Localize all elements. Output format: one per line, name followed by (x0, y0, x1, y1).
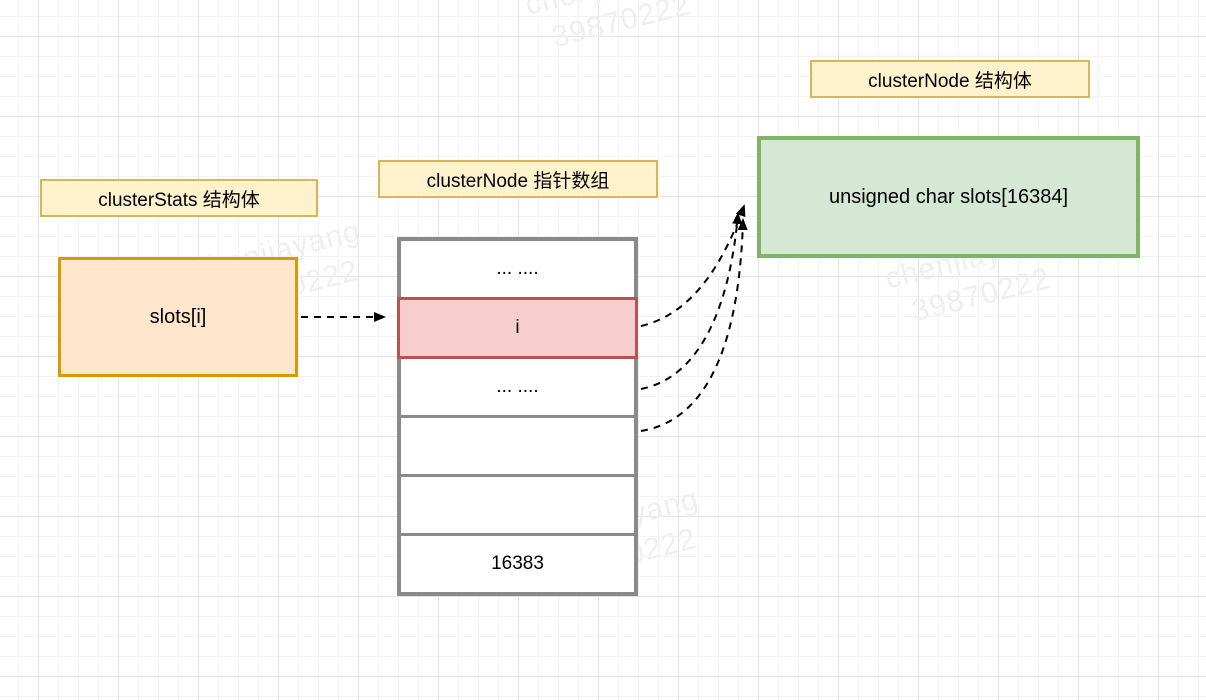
label-cluster-node-struct-text: clusterNode 结构体 (868, 70, 1032, 92)
array-row-highlighted: i (397, 297, 638, 359)
label-cluster-stats-text: clusterStats 结构体 (98, 189, 260, 211)
array-row-text: ... .... (496, 376, 539, 397)
array-row (401, 415, 634, 474)
pointer-arrow-from-i (640, 204, 746, 327)
array-row: 16383 (401, 533, 634, 592)
array-row-text: ... .... (496, 258, 539, 279)
pointer-arrow-from-empty (640, 218, 748, 432)
watermark-line2: 39870222 (548, 0, 694, 54)
array-row: ... .... (401, 241, 634, 297)
cluster-node-pointer-array: ... .... i ... .... 16383 (397, 237, 638, 596)
array-row-text: 16383 (491, 553, 544, 574)
label-cluster-node-array-text: clusterNode 指针数组 (426, 170, 610, 192)
pointer-arrow-from-dots (640, 212, 743, 390)
label-cluster-stats: clusterStats 结构体 (40, 179, 318, 217)
label-cluster-node-struct: clusterNode 结构体 (810, 60, 1090, 98)
slots-i-box: slots[i] (58, 257, 298, 377)
unsigned-char-slots-text: unsigned char slots[16384] (828, 185, 1069, 208)
array-row-text: i (515, 317, 520, 338)
slots-i-text: slots[i] (149, 305, 207, 328)
unsigned-char-slots-box: unsigned char slots[16384] (757, 136, 1140, 258)
watermark-top: chenjiayang 39870222 (521, 0, 705, 61)
label-cluster-node-array: clusterNode 指针数组 (378, 160, 658, 198)
watermark-line1: chenjiayang (521, 0, 696, 24)
array-row: ... .... (401, 359, 634, 415)
array-row (401, 474, 634, 533)
